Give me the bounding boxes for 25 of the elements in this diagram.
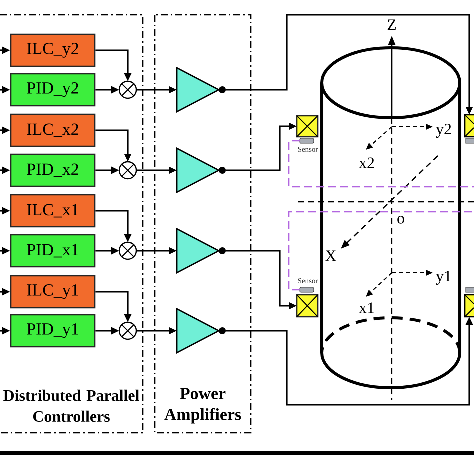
controller-block: ILC_y1 bbox=[10, 275, 96, 309]
axis-label: x1 bbox=[359, 302, 374, 314]
controller-block: ILC_x1 bbox=[10, 194, 96, 228]
coil-box bbox=[296, 294, 319, 318]
summing-junction bbox=[118, 80, 138, 100]
controller-block: ILC_y2 bbox=[10, 34, 96, 68]
summing-junction bbox=[118, 161, 138, 180]
controller-block: PID_x1 bbox=[10, 234, 96, 268]
axis-label: o bbox=[398, 216, 404, 224]
controller-block: PID_y2 bbox=[10, 73, 96, 107]
coil-box bbox=[464, 114, 474, 138]
axis-label: X bbox=[326, 250, 336, 262]
controller-block: ILC_x2 bbox=[10, 114, 96, 148]
summing-junction bbox=[118, 322, 138, 340]
controller-block: PID_x2 bbox=[10, 154, 96, 188]
group-box: Power Amplifiers bbox=[154, 14, 252, 434]
coil-box bbox=[464, 294, 474, 318]
axis-label: x2 bbox=[359, 158, 374, 168]
coil-box bbox=[296, 115, 319, 138]
dashed-wire bbox=[288, 140, 474, 188]
axis-label: y1 bbox=[436, 271, 452, 285]
dashed-wire bbox=[288, 211, 474, 291]
summing-junction bbox=[118, 242, 138, 260]
controller-block: PID_y1 bbox=[10, 314, 96, 348]
axis-label: Z bbox=[388, 20, 396, 30]
